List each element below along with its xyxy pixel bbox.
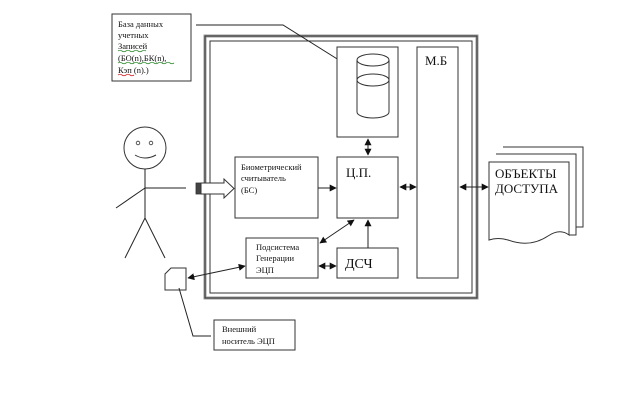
grammar-underline	[117, 61, 175, 65]
grammar-underline	[117, 49, 147, 53]
rng-label: ДСЧ	[345, 257, 373, 272]
biometric-reader-line-3: (БС)	[241, 185, 257, 195]
user-stick-figure-icon	[115, 126, 186, 259]
biometric-input-arrow-icon	[195, 177, 235, 200]
external-media-note: Внешний носитель ЭЦП	[213, 319, 296, 351]
arrow-card-subsystem	[187, 263, 246, 281]
access-objects-line-1: ОБЪЕКТЫ	[495, 166, 556, 181]
signature-subsystem-block: Подсистема Генерации ЭЦП	[245, 237, 319, 279]
rng-block: ДСЧ	[336, 247, 399, 279]
database-block	[336, 46, 399, 138]
database-note-line-3: Записей	[118, 41, 148, 51]
system-frame	[203, 34, 479, 300]
signature-subsystem-line-2: Генерации	[256, 253, 294, 263]
external-media-card-icon	[164, 267, 187, 291]
biometric-reader-block: Биометрический считыватель (БС)	[234, 156, 319, 219]
arrow-cpu-subsystem	[319, 219, 355, 244]
memory-bus-block: М.Б	[416, 46, 459, 279]
document-icon	[488, 161, 570, 244]
external-media-line-2: носитель ЭЦП	[222, 336, 275, 346]
database-note-line-4: (БО(n),БК(n),	[118, 53, 166, 63]
external-media-leader-line	[178, 287, 211, 337]
biometric-reader-line-1: Биометрический	[241, 162, 302, 172]
memory-bus-label: М.Б	[425, 53, 447, 68]
signature-subsystem-line-3: ЭЦП	[256, 265, 274, 275]
database-cylinder-icon	[356, 53, 390, 119]
database-note-line-1: База данных	[118, 19, 164, 29]
access-objects-line-2: ДОСТУПА	[495, 181, 559, 196]
database-note-line-5: Кэп (n).)	[118, 65, 149, 75]
signature-subsystem-line-1: Подсистема	[256, 242, 299, 252]
database-note: База данных учетных Записей (БО(n),БК(n)…	[111, 13, 192, 82]
access-objects-stack: ОБЪЕКТЫ ДОСТУПА	[488, 146, 584, 244]
cpu-label: Ц.П.	[346, 165, 371, 180]
database-note-line-2: учетных	[118, 30, 149, 40]
database-leader-line	[196, 24, 359, 73]
cpu-block: Ц.П.	[336, 156, 399, 219]
external-media-line-1: Внешний	[222, 324, 257, 334]
spelling-underline	[117, 73, 135, 77]
biometric-reader-line-2: считыватель	[241, 173, 286, 183]
